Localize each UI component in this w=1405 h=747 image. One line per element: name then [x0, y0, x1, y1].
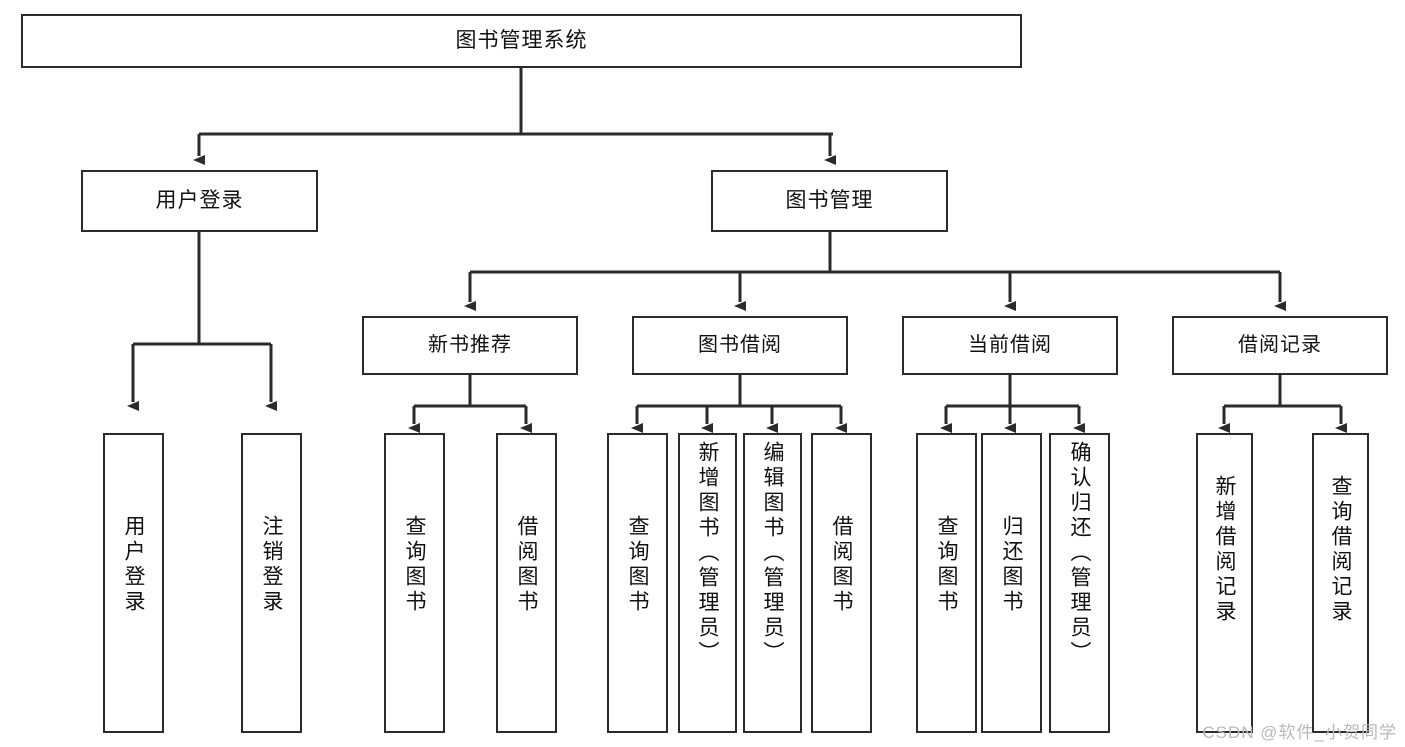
- leaf-new-book-borrow[interactable]: 借阅图书: [496, 433, 557, 733]
- leaf-user-login-login-label: 用户登录: [122, 515, 145, 615]
- leaf-user-login-login[interactable]: 用户登录: [103, 433, 164, 733]
- leaf-book-borrow-edit-label: 编辑图书（管理员）: [761, 441, 784, 666]
- node-root-system[interactable]: 图书管理系统: [21, 14, 1022, 68]
- node-book-management[interactable]: 图书管理: [711, 170, 948, 232]
- leaf-new-book-query[interactable]: 查询图书: [384, 433, 445, 733]
- leaf-book-borrow-edit[interactable]: 编辑图书（管理员）: [743, 433, 802, 733]
- node-borrow-record[interactable]: 借阅记录: [1172, 316, 1388, 375]
- leaf-book-borrow-borrow-label: 借阅图书: [830, 515, 853, 615]
- node-current-borrow-label: 当前借阅: [968, 333, 1052, 356]
- leaf-borrow-record-query[interactable]: 查询借阅记录: [1312, 433, 1369, 733]
- leaf-current-borrow-confirm[interactable]: 确认归还（管理员）: [1049, 433, 1110, 733]
- leaf-current-borrow-query[interactable]: 查询图书: [916, 433, 977, 733]
- leaf-borrow-record-add[interactable]: 新增借阅记录: [1196, 433, 1253, 733]
- watermark: CSDN @软件_小贺同学: [1202, 723, 1397, 742]
- node-new-book-recommend-label: 新书推荐: [428, 333, 512, 356]
- leaf-user-login-logout-label: 注销登录: [260, 515, 283, 615]
- leaf-borrow-record-add-label: 新增借阅记录: [1213, 475, 1236, 625]
- leaf-borrow-record-query-label: 查询借阅记录: [1329, 475, 1352, 625]
- leaf-new-book-query-label: 查询图书: [403, 515, 426, 615]
- node-book-management-label: 图书管理: [785, 188, 874, 212]
- leaf-current-borrow-confirm-label: 确认归还（管理员）: [1068, 441, 1091, 666]
- leaf-book-borrow-add[interactable]: 新增图书（管理员）: [678, 433, 737, 733]
- node-book-borrow[interactable]: 图书借阅: [632, 316, 848, 375]
- leaf-book-borrow-query[interactable]: 查询图书: [607, 433, 668, 733]
- leaf-book-borrow-add-label: 新增图书（管理员）: [696, 441, 719, 666]
- leaf-book-borrow-borrow[interactable]: 借阅图书: [811, 433, 872, 733]
- leaf-new-book-borrow-label: 借阅图书: [515, 515, 538, 615]
- node-user-login[interactable]: 用户登录: [81, 170, 318, 232]
- leaf-current-borrow-query-label: 查询图书: [935, 515, 958, 615]
- leaf-current-borrow-return-label: 归还图书: [1000, 515, 1023, 615]
- leaf-user-login-logout[interactable]: 注销登录: [241, 433, 302, 733]
- leaf-book-borrow-query-label: 查询图书: [626, 515, 649, 615]
- node-user-login-label: 用户登录: [155, 188, 244, 212]
- node-current-borrow[interactable]: 当前借阅: [902, 316, 1118, 375]
- node-root-system-label: 图书管理系统: [455, 28, 588, 52]
- node-new-book-recommend[interactable]: 新书推荐: [362, 316, 578, 375]
- node-book-borrow-label: 图书借阅: [698, 333, 782, 356]
- leaf-current-borrow-return[interactable]: 归还图书: [981, 433, 1042, 733]
- node-borrow-record-label: 借阅记录: [1238, 333, 1322, 356]
